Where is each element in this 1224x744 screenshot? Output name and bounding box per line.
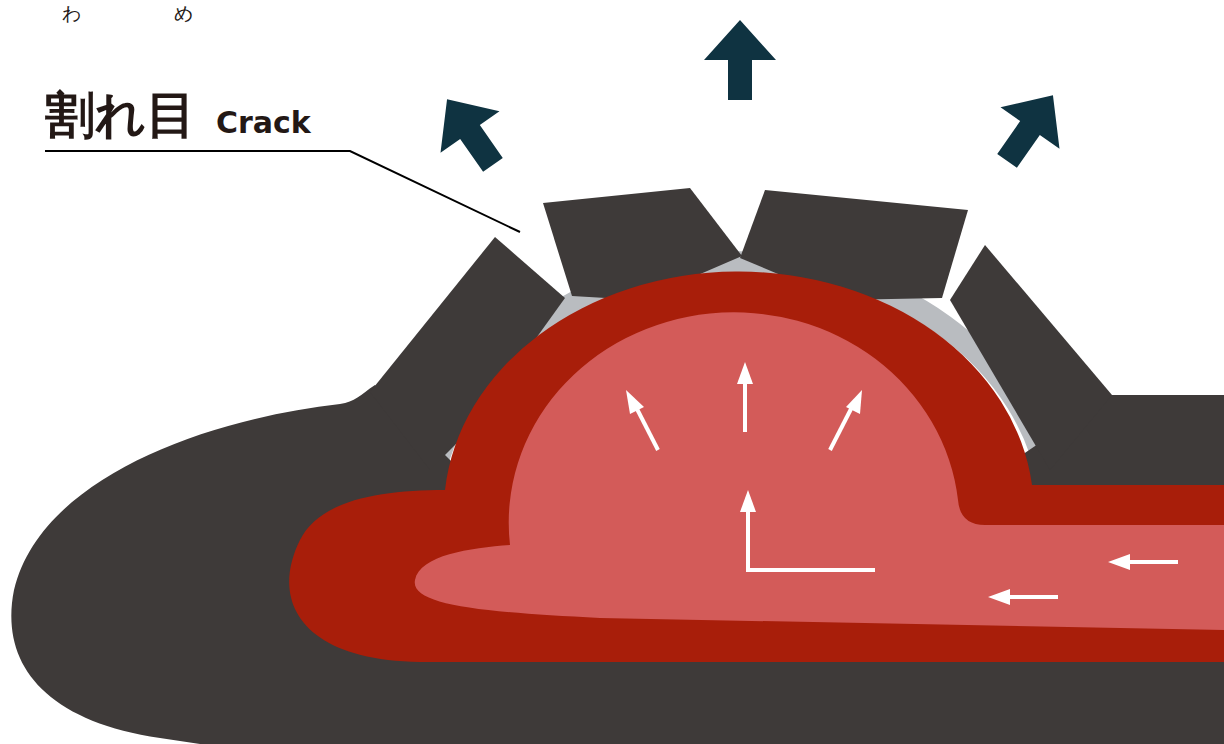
term-label: Crack	[216, 108, 311, 138]
ruby-reading: わ	[62, 4, 81, 23]
molten-lava	[289, 272, 1224, 662]
pressure-arrows	[418, 20, 1083, 185]
term-label: 割れ目	[45, 90, 196, 140]
ruby-reading: め	[174, 4, 193, 23]
hot-lava-core	[415, 312, 1224, 630]
flow-arrows	[626, 362, 1178, 605]
leader-line	[45, 151, 520, 232]
